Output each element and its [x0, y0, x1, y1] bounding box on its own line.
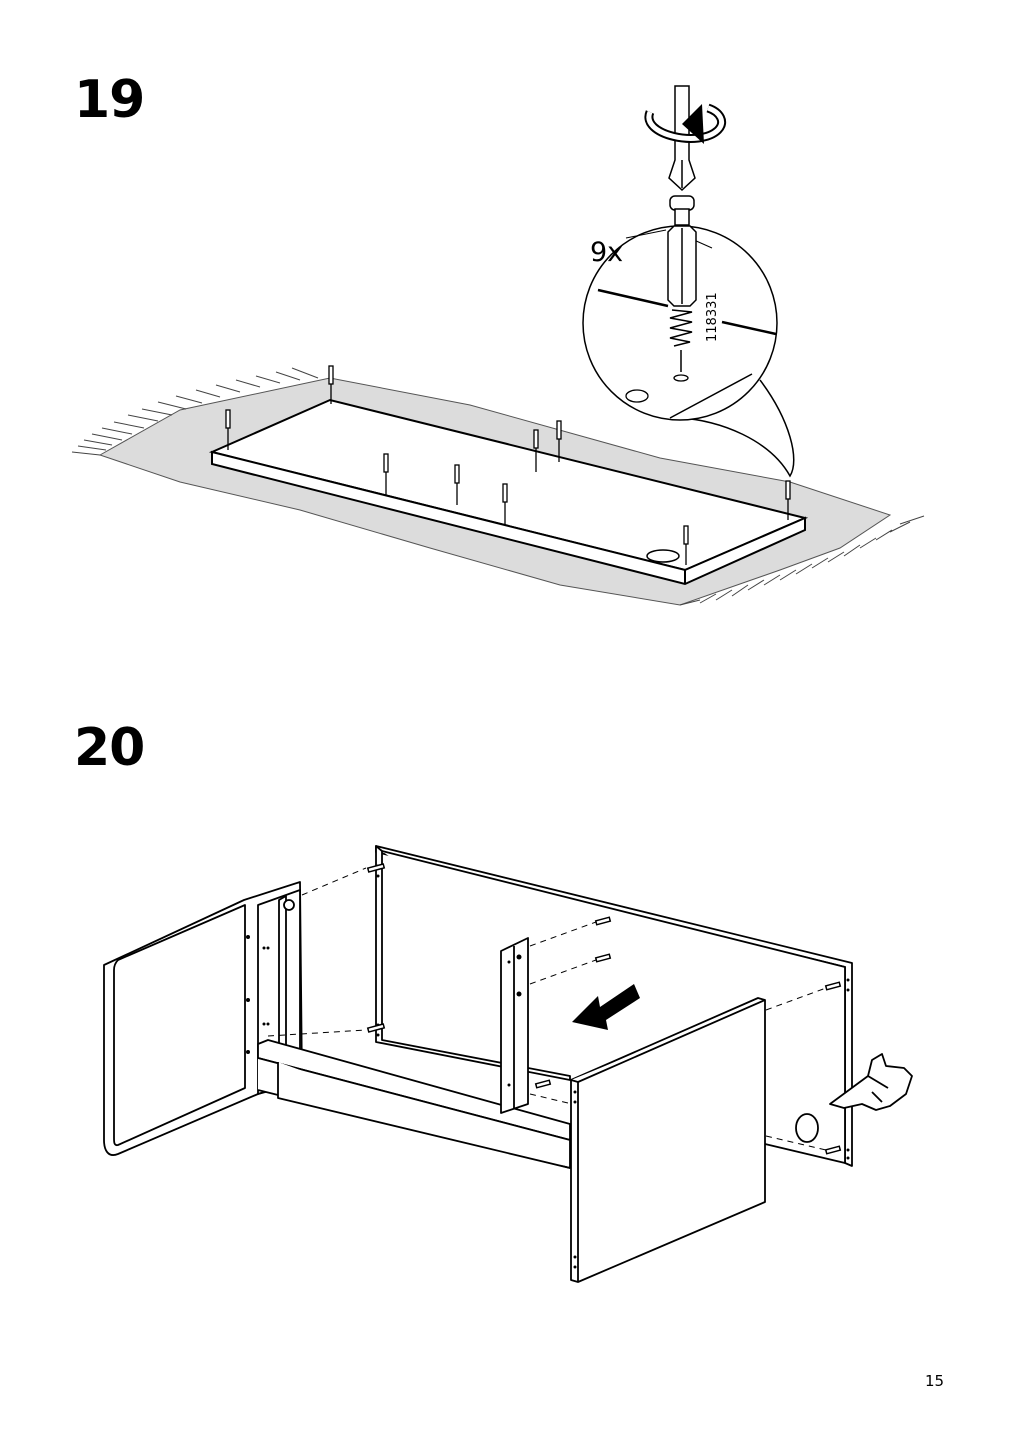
board: [208, 398, 809, 586]
page-number: 15: [925, 1372, 945, 1390]
part-number-label: 118331: [705, 292, 720, 342]
step-19-illustration: 9x 118331: [71, 85, 925, 606]
dowels: [225, 365, 791, 565]
rotation-arrow-icon: [644, 103, 727, 144]
pointing-hand-icon: [829, 1053, 913, 1111]
direction-arrow-icon: [572, 984, 640, 1030]
step-20-number: 20: [74, 718, 145, 778]
bottom-rail: [257, 1039, 571, 1141]
quantity-label: 9x: [590, 237, 623, 268]
cam-bolt-icon: [667, 195, 697, 372]
right-side-panel: [570, 997, 766, 1283]
step-19-number: 19: [74, 70, 145, 130]
dowel-pins: [366, 863, 842, 1155]
